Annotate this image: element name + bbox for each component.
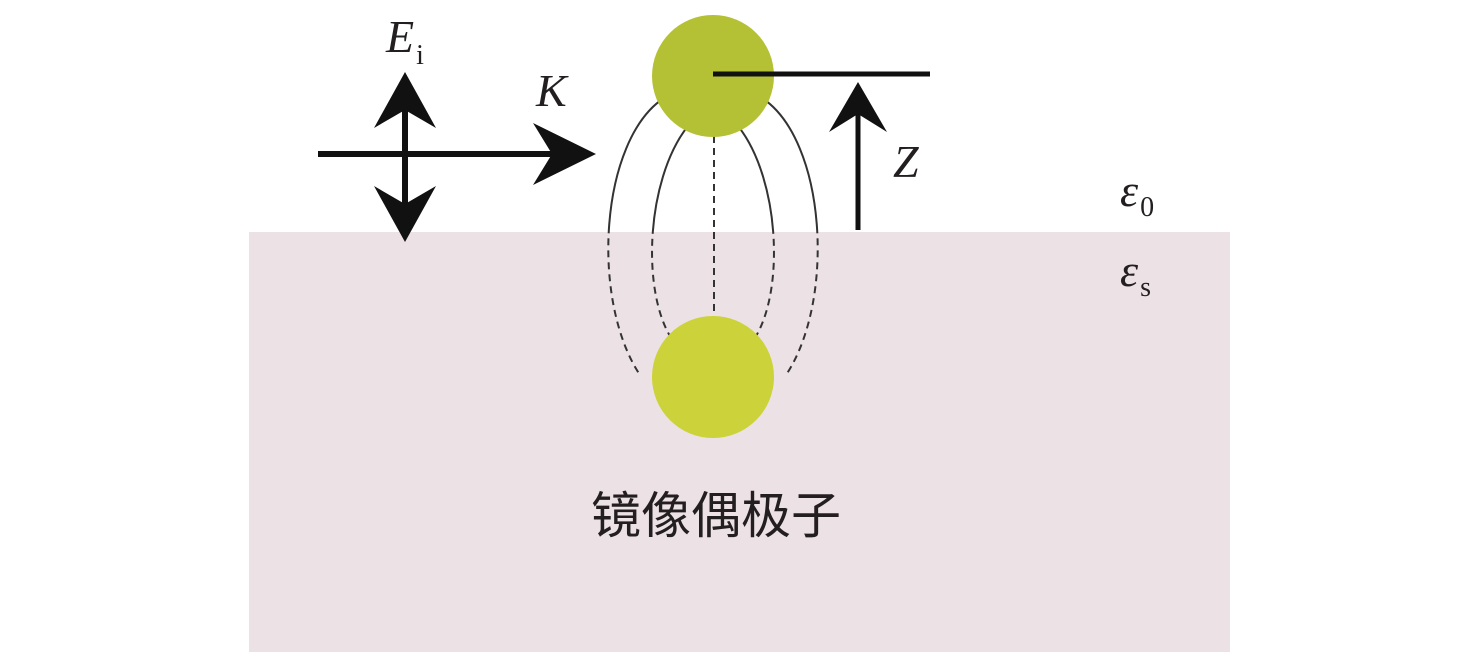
field-line-outer-right <box>761 97 819 232</box>
polarization-double-arrow <box>374 72 436 242</box>
medium-top-label: ε0 <box>1120 165 1154 223</box>
image-dipole-label: 镜像偶极子 <box>591 487 841 545</box>
wavevector-label: K <box>535 65 569 116</box>
propagation-arrow <box>318 123 596 185</box>
image-dipole-particle <box>652 316 774 438</box>
field-line-outer-left <box>607 97 665 232</box>
field-line-inner-right <box>737 125 775 232</box>
height-label: Z <box>893 136 919 187</box>
medium-bottom-label: εs <box>1120 245 1151 303</box>
substrate-region <box>249 232 1230 652</box>
field-lines-dashed <box>607 232 819 376</box>
field-lines-solid <box>607 97 819 232</box>
field-label: Ei <box>385 11 424 71</box>
field-line-inner-left <box>651 125 689 232</box>
height-arrow <box>829 82 887 230</box>
